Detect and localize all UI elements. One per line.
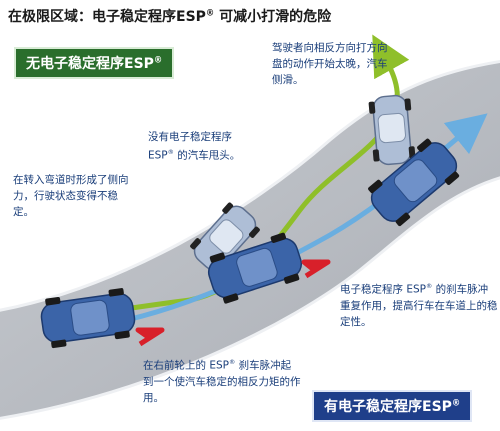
road-edge-bottom — [0, 176, 500, 420]
note-front-wheel-brake: 在右前轮上的 ESP® 刹车脉冲起到一个使汽车稳定的相反力矩的作用。 — [143, 359, 301, 404]
badge-with-esp: 有电子稳定程序ESP® — [312, 390, 473, 422]
car-esp-end — [368, 138, 460, 227]
brake-arrow-front — [135, 327, 165, 347]
car-esp-mid — [207, 232, 303, 304]
car-esp-start — [40, 288, 136, 349]
car-ghost-spin — [368, 94, 416, 166]
note-esp-brake-pulses: 电子稳定程序 ESP® 的刹车脉冲重复作用，提高行车在车道上的稳定性。 — [340, 283, 498, 328]
brake-arrow-mid — [301, 259, 331, 279]
badge-without-esp: 无电子稳定程序ESP® — [14, 47, 175, 79]
note-lateral-force: 在转入弯道时形成了侧向力，行驶状态变得不稳定。 — [13, 174, 129, 218]
note-late-countersteer: 驾驶者向相反方向打方向盘的动作开始太晚，汽车侧滑。 — [272, 42, 388, 86]
page-title: 在极限区域：电子稳定程序ESP® 可减小打滑的危险 — [8, 7, 332, 25]
road-edge-top — [0, 60, 500, 312]
